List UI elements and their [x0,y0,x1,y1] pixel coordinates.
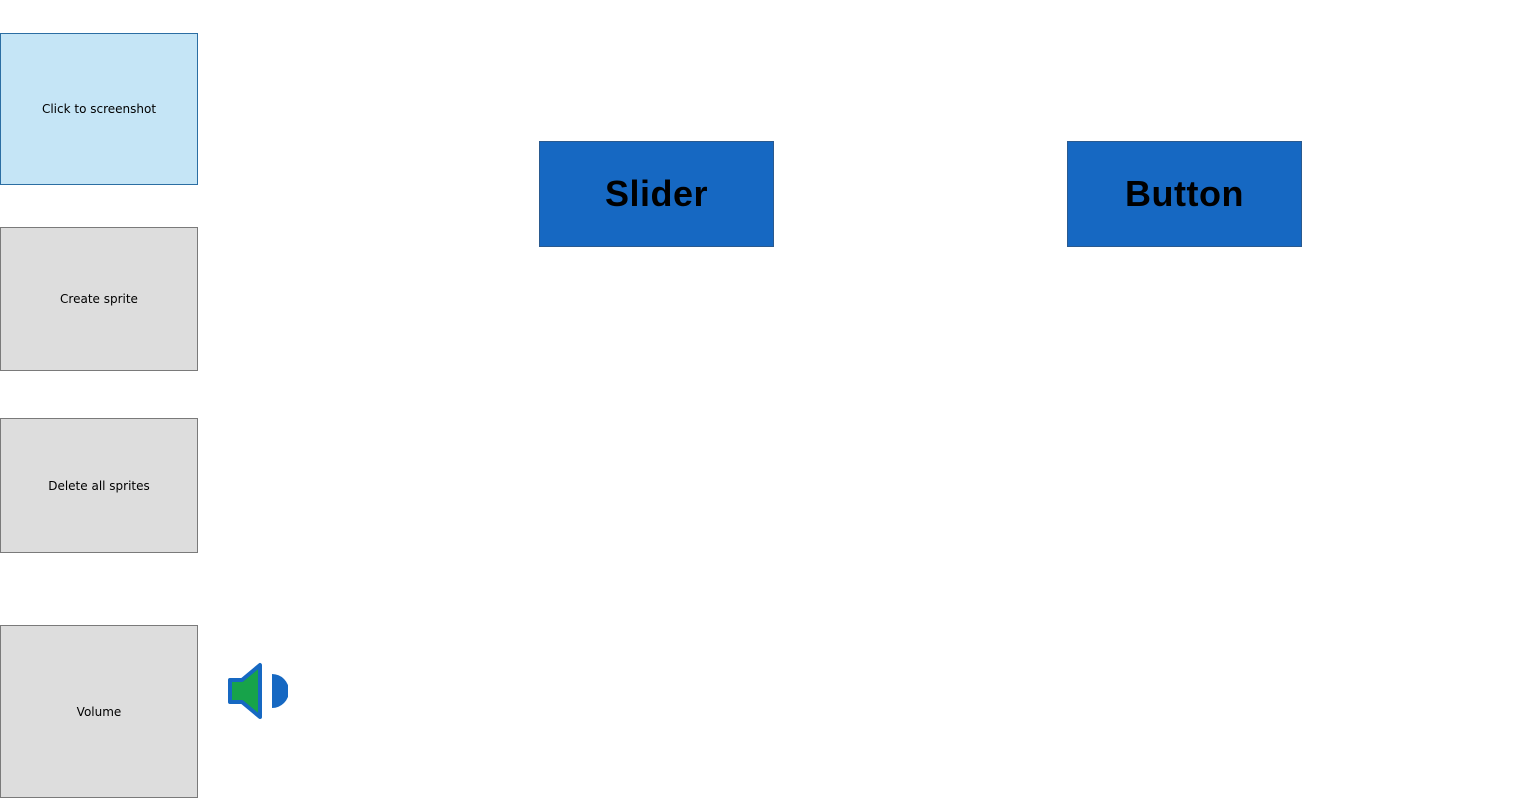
volume-button[interactable]: Volume [0,625,198,798]
speaker-icon[interactable] [226,660,289,722]
screenshot-button[interactable]: Click to screenshot [0,33,198,185]
slider-button[interactable]: Slider [539,141,774,247]
create-sprite-button-label: Create sprite [60,292,138,306]
screenshot-button-label: Click to screenshot [41,102,157,116]
button-button[interactable]: Button [1067,141,1302,247]
button-button-label: Button [1125,173,1244,214]
create-sprite-button[interactable]: Create sprite [0,227,198,371]
delete-all-sprites-button-label: Delete all sprites [48,478,150,493]
volume-button-label: Volume [76,704,122,719]
delete-all-sprites-button[interactable]: Delete all sprites [0,418,198,553]
slider-button-label: Slider [604,173,709,214]
